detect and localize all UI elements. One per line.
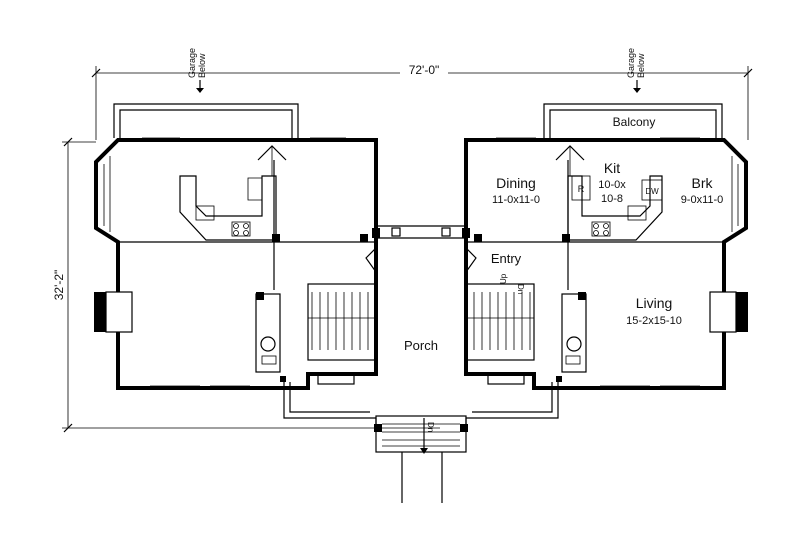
brk-name: Brk (692, 175, 714, 191)
width-dimension: 72'-0" (91, 63, 753, 140)
room-labels: Dining 11-0x11-0 Kit 10-0x 10-8 Brk 9-0x… (404, 160, 723, 353)
living-name: Living (636, 295, 673, 311)
living-size: 15-2x15-10 (626, 315, 682, 327)
right-balcony: Balcony (543, 103, 723, 138)
kit-name: Kit (604, 160, 620, 176)
porch-steps-dn-label: Dn (426, 422, 435, 432)
porch-name: Porch (404, 338, 438, 353)
entry-name: Entry (491, 251, 522, 266)
left-unit (94, 137, 378, 390)
overall-depth-label: 32'-2" (52, 270, 66, 301)
dining-size: 11-0x11-0 (492, 194, 540, 206)
svg-text:GarageBelow: GarageBelow (626, 48, 646, 78)
balcony-label: Balcony (613, 115, 656, 129)
dining-name: Dining (496, 175, 536, 191)
dishwasher-label: DW (645, 187, 659, 196)
svg-text:GarageBelow: GarageBelow (187, 48, 207, 78)
porch-structure: Dn (283, 225, 559, 503)
stair-dn-label: Dn (516, 284, 525, 294)
garage-note-right: GarageBelow (626, 48, 646, 93)
stair-up-label: Up (499, 273, 508, 284)
kit-size-2: 10-8 (601, 193, 623, 205)
left-balcony (113, 103, 299, 138)
right-unit: R DW Up (464, 137, 748, 390)
garage-note-left: GarageBelow (187, 48, 207, 93)
refrigerator-label: R (578, 184, 585, 194)
overall-width-label: 72'-0" (409, 63, 440, 77)
kit-size-1: 10-0x (598, 179, 626, 191)
brk-size: 9-0x11-0 (681, 194, 724, 206)
